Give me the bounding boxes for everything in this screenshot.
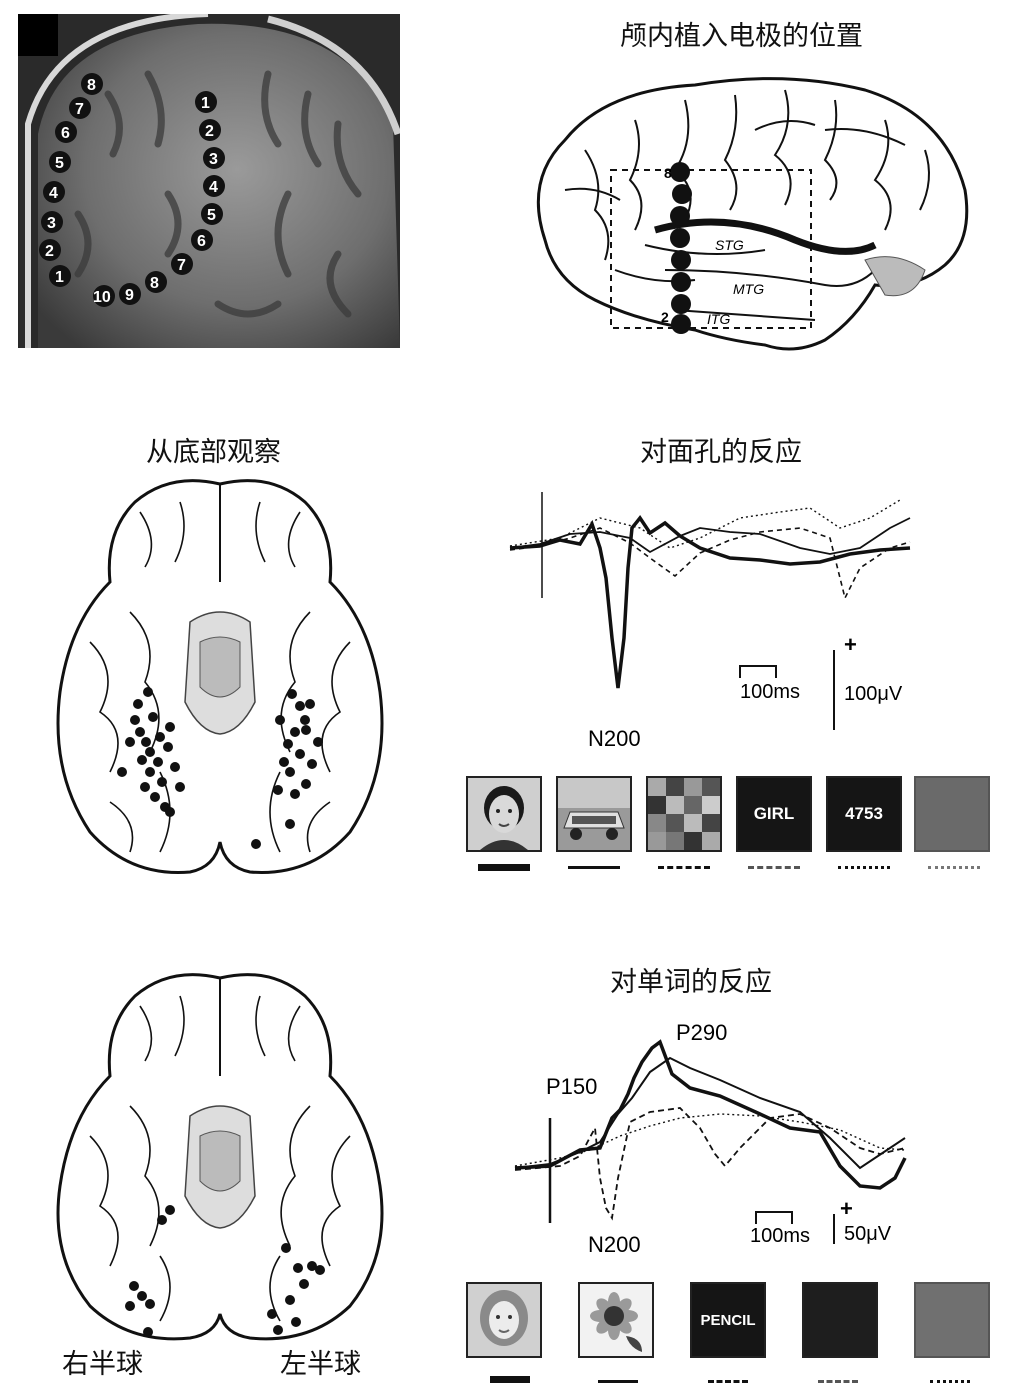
word-electrode-sites (125, 1205, 325, 1337)
word-polarity: + (840, 1196, 853, 1221)
face-time-scale: 100ms (740, 681, 800, 703)
mri-label-m4: 4 (209, 179, 218, 196)
lateral-brain-diagram: 8 2 STG MTG ITG (525, 70, 975, 360)
word-face-trace (514, 1039, 907, 1190)
word-legend-key-dash-dot (818, 1380, 858, 1383)
mri-label-l3: 3 (47, 215, 56, 232)
stimulus-gray-texture (914, 776, 990, 852)
legend-key-dash-dot (748, 866, 800, 869)
stimulus-scrambled-photo (646, 776, 722, 852)
mri-label-l1: 1 (55, 269, 64, 286)
face-volt-scale: 100μV (844, 683, 903, 705)
word-legend-key-dashed (708, 1380, 748, 1383)
scrambled-photo-icon (648, 778, 720, 850)
mri-label-l4: 4 (49, 185, 58, 202)
stimulus-dark-texture (802, 1282, 878, 1358)
label-right-hemisphere: 右半球 (62, 1349, 143, 1380)
electrode-label-2: 2 (661, 309, 669, 325)
word-peak-p150: P150 (546, 1074, 597, 1099)
stimulus-word-pencil: PENCIL (690, 1282, 766, 1358)
mri-label-l7: 7 (75, 101, 84, 118)
stimulus-word-pencil-text: PENCIL (700, 1311, 756, 1329)
lateral-electrode-dots (670, 162, 692, 334)
title-electrode-location: 颅内植入电极的位置 (620, 21, 863, 52)
stimulus-gray-texture-2 (914, 1282, 990, 1358)
stimulus-face-photo (466, 776, 542, 852)
mri-slice: 8 7 6 5 4 3 2 1 1 2 3 4 5 6 7 8 9 10 (18, 11, 402, 348)
word-time-scale: 100ms (750, 1225, 810, 1247)
mri-label-b9: 9 (125, 287, 134, 304)
title-face-response: 对面孔的反应 (640, 437, 802, 468)
face-erp-svg: 100ms 100μV + N200 (509, 492, 911, 751)
label-left-hemisphere: 左半球 (280, 1349, 361, 1380)
car-photo-icon (558, 778, 630, 850)
stimulus-number-4753: 4753 (826, 776, 902, 852)
face-peak-n200: N200 (588, 726, 641, 751)
face-erp-chart: 100ms 100μV + N200 (500, 488, 920, 758)
mri-label-l6: 6 (61, 125, 70, 142)
word-peak-p290: P290 (676, 1020, 727, 1045)
face-electrode-sites (117, 687, 323, 849)
word-legend-key-solid-thin (598, 1380, 638, 1383)
word-peak-n200: N200 (588, 1232, 641, 1257)
flower-photo-icon (580, 1284, 652, 1356)
face-polarity: + (844, 632, 857, 657)
lateral-electrode-strip (39, 73, 103, 287)
face-photo-icon (468, 778, 540, 850)
electrode-label-8: 8 (664, 165, 672, 181)
word-flower-trace (514, 1056, 906, 1170)
mri-label-b8: 8 (150, 275, 159, 292)
mri-label-m2: 2 (205, 123, 214, 140)
mri-image: 8 7 6 5 4 3 2 1 1 2 3 4 5 6 7 8 9 10 (18, 11, 402, 348)
face-trace (509, 515, 911, 689)
scrambled-trace (509, 527, 911, 601)
stimulus-word-girl-text: GIRL (753, 804, 795, 823)
legend-key-dotted (838, 866, 890, 869)
woman-photo-icon (468, 1284, 540, 1356)
word-legend-key-solid-thick (490, 1376, 530, 1383)
medial-electrode-strip (93, 91, 225, 307)
mri-label-m7: 7 (177, 257, 186, 274)
mri-label-l2: 2 (45, 243, 54, 260)
legend-key-sparse-dotted (928, 866, 980, 869)
word-erp-chart: 100ms 50μV + P150 P290 N200 (500, 1018, 920, 1263)
label-mtg: MTG (733, 281, 764, 297)
face-time-scale-bar (739, 665, 777, 678)
stimulus-number-text: 4753 (845, 804, 883, 823)
label-stg: STG (715, 237, 744, 253)
stimulus-word-girl: GIRL (736, 776, 812, 852)
word-legend-key-dotted (930, 1380, 970, 1383)
word-time-scale-bar (755, 1211, 793, 1224)
mri-label-m6: 6 (197, 233, 206, 250)
car-trace (509, 517, 911, 555)
ventral-brain-svg-1 (56, 479, 384, 874)
legend-key-dashed (658, 866, 710, 869)
mri-label-m1: 1 (201, 95, 210, 112)
title-bottom-view: 从底部观察 (146, 437, 281, 468)
word-trace (509, 499, 901, 549)
mri-label-m3: 3 (209, 151, 218, 168)
lateral-brain-svg: 8 2 STG MTG ITG (536, 77, 969, 351)
legend-key-solid-thick (478, 864, 530, 871)
ventral-brain-diagram-2 (50, 966, 390, 1346)
word-control-trace (514, 1113, 906, 1167)
label-itg: ITG (707, 311, 730, 327)
stimulus-car-photo (556, 776, 632, 852)
mri-label-l5: 5 (55, 155, 64, 172)
mri-label-m5: 5 (207, 207, 216, 224)
legend-key-solid-thin (568, 866, 620, 869)
word-erp-svg: 100ms 50μV + P150 P290 N200 (514, 1020, 907, 1257)
stimulus-flower-photo (578, 1282, 654, 1358)
word-pencil-trace (514, 1107, 906, 1221)
mri-label-l8: 8 (87, 77, 96, 94)
ventral-brain-svg-2 (56, 973, 384, 1341)
title-word-response: 对单词的反应 (610, 967, 772, 998)
stimulus-woman-photo (466, 1282, 542, 1358)
ventral-brain-diagram-1 (50, 472, 390, 882)
word-volt-scale: 50μV (844, 1223, 892, 1245)
mri-label-b10: 10 (93, 289, 111, 306)
